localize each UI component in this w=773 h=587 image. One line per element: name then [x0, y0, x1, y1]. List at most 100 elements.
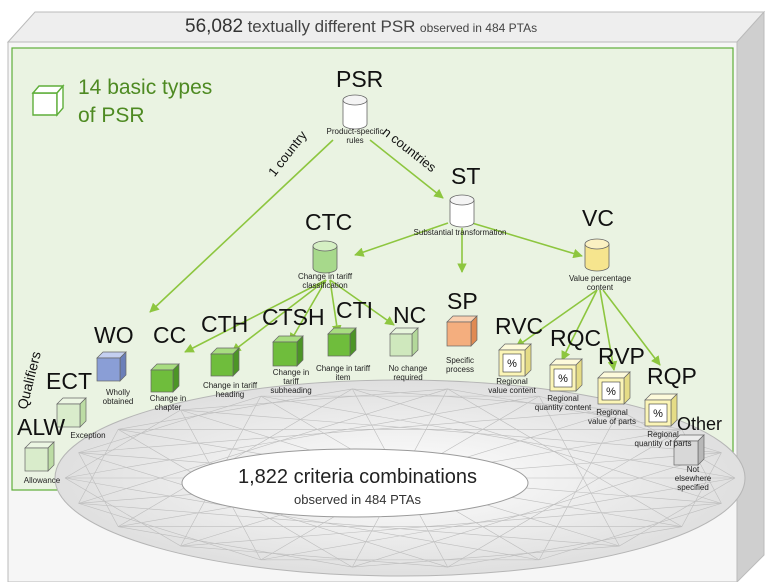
- web-line: [64, 477, 540, 561]
- web-line: [352, 388, 620, 411]
- node-code-nc: NC: [393, 302, 427, 328]
- percent-symbol: %: [558, 373, 568, 385]
- arrow-st-vc: [471, 222, 583, 259]
- node-code-psr: PSR: [336, 66, 384, 92]
- cylinder-icon-ctc: [312, 240, 338, 274]
- percent-symbol: %: [507, 358, 517, 370]
- node-code-ctsh: CTSH: [262, 304, 325, 330]
- web-line: [180, 409, 722, 453]
- container-right-face: [736, 10, 765, 584]
- web-line: [78, 503, 620, 547]
- web-line: [538, 395, 620, 547]
- cylinder-icon-psr: [342, 94, 368, 130]
- cube-icon-cc: [150, 363, 180, 393]
- legend-cube-icon: [31, 84, 65, 117]
- node-code-st: ST: [451, 163, 481, 189]
- arrow-psr-st: [369, 139, 444, 199]
- arrow-vc-rqp: [602, 289, 661, 366]
- cube-icon-rqp: %: [644, 393, 678, 427]
- header-count: 56,082: [185, 16, 244, 37]
- web-line: [352, 452, 722, 568]
- percent-symbol: %: [653, 408, 663, 420]
- cube-icon-cti: [327, 327, 357, 357]
- node-desc-sp: Specific process: [445, 356, 474, 374]
- node-code-other: Other: [677, 414, 723, 434]
- web-line: [180, 388, 448, 411]
- web-line: [78, 395, 261, 453]
- arrow-st-ctc: [354, 222, 449, 257]
- header-middle: textually different PSR: [247, 17, 416, 36]
- arrow-vc-rvp: [599, 289, 618, 371]
- web-line: [78, 388, 448, 504]
- web-line: [619, 477, 736, 547]
- web-line: [78, 409, 620, 453]
- cube-icon-ect: [56, 397, 87, 428]
- header-line: 56,082 textually different PSR observed …: [185, 16, 537, 38]
- node-desc-ctc: Change in tariff classification: [297, 272, 353, 290]
- cylinder-icon-st: [449, 194, 475, 228]
- cube-icon-rvp: %: [597, 371, 631, 405]
- arrow-ctc-nc: [329, 279, 395, 326]
- web-line: [118, 388, 353, 430]
- combinations-subtitle: observed in 484 PTAs: [294, 492, 421, 507]
- arrow-ctc-cti: [329, 279, 342, 335]
- node-desc-rqc: Regional quantity content: [534, 394, 592, 412]
- arrow-ctc-cth: [231, 279, 327, 353]
- node-desc-rqp: Regional quantity of parts: [634, 430, 692, 448]
- node-desc-rvp: Regional value of parts: [587, 408, 637, 426]
- cube-icon-ctsh: [272, 335, 304, 367]
- web-line: [78, 503, 261, 561]
- node-code-cti: CTI: [336, 297, 374, 323]
- web-line: [681, 452, 722, 527]
- web-line: [64, 395, 540, 479]
- node-desc-vc: Value percentage content: [568, 274, 632, 292]
- node-code-vc: VC: [582, 205, 614, 231]
- web-line: [538, 409, 620, 561]
- node-desc-ect: Exception: [70, 431, 106, 440]
- web-line: [447, 429, 682, 568]
- cube-icon-rvc: %: [498, 343, 532, 377]
- node-desc-nc: No change required: [388, 364, 428, 382]
- cube-icon-nc: [389, 327, 419, 357]
- web-line: [539, 503, 722, 561]
- web-line: [260, 477, 736, 561]
- node-code-cc: CC: [153, 322, 187, 348]
- node-code-rqc: RQC: [550, 325, 602, 351]
- node-desc-other: Not elsewhere specified: [674, 465, 712, 492]
- cube-icon-cth: [210, 347, 240, 377]
- node-code-ctc: CTC: [305, 209, 353, 235]
- node-desc-rvc: Regional value content: [488, 377, 536, 395]
- web-line: [260, 395, 736, 479]
- node-desc-alw: Allowance: [23, 476, 61, 485]
- node-code-rvp: RVP: [598, 343, 645, 369]
- web-line: [352, 545, 620, 568]
- node-code-alw: ALW: [17, 414, 66, 440]
- cube-icon-alw: [24, 441, 55, 472]
- node-code-sp: SP: [447, 288, 478, 314]
- combinations-title: 1,822 criteria combinations: [238, 466, 478, 488]
- combinations-ellipse: [181, 448, 529, 518]
- node-desc-st: Substantial transformation: [413, 228, 507, 237]
- web-line: [118, 388, 353, 527]
- cube-icon-other: [673, 434, 705, 466]
- arrow-psr-wo: [149, 139, 334, 313]
- node-code-rvc: RVC: [495, 313, 544, 339]
- tree-arrows: [149, 139, 661, 371]
- web-line: [180, 545, 448, 568]
- node-desc-cc: Change in chapter: [149, 394, 187, 412]
- web-line: [78, 429, 119, 504]
- legend-line2: of PSR: [78, 104, 145, 127]
- node-desc-cth: Change in tariff heading: [202, 381, 258, 399]
- node-code-ect: ECT: [46, 368, 92, 394]
- node-desc-psr: Product-specific rules: [326, 127, 384, 145]
- cube-icon-rqc: %: [549, 358, 583, 392]
- node-desc-cti: Change in tariff item: [315, 364, 371, 382]
- node-code-wo: WO: [94, 322, 134, 348]
- web-line: [64, 409, 181, 479]
- web-line: [447, 526, 682, 568]
- cube-icon-sp: [446, 315, 478, 347]
- cylinder-icon-vc: [584, 238, 610, 272]
- node-code-rqp: RQP: [647, 363, 697, 389]
